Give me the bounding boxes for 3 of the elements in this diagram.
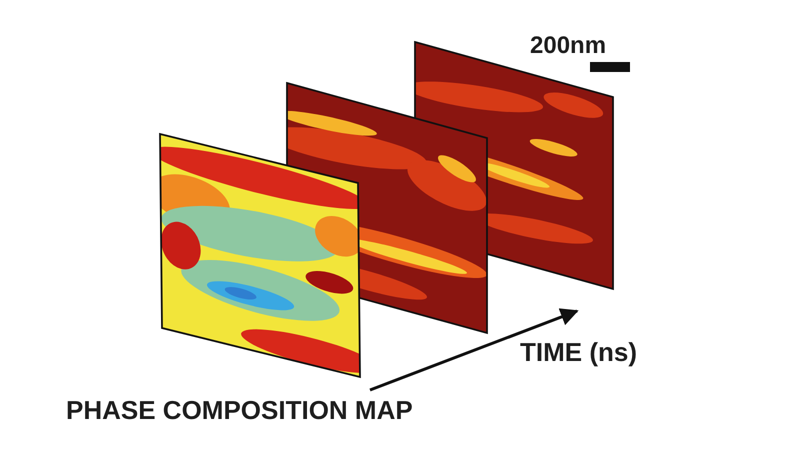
label: 200nm: [530, 34, 606, 58]
label: TIME (ns): [520, 339, 637, 365]
label: PHASE COMPOSITION MAP: [66, 397, 413, 423]
